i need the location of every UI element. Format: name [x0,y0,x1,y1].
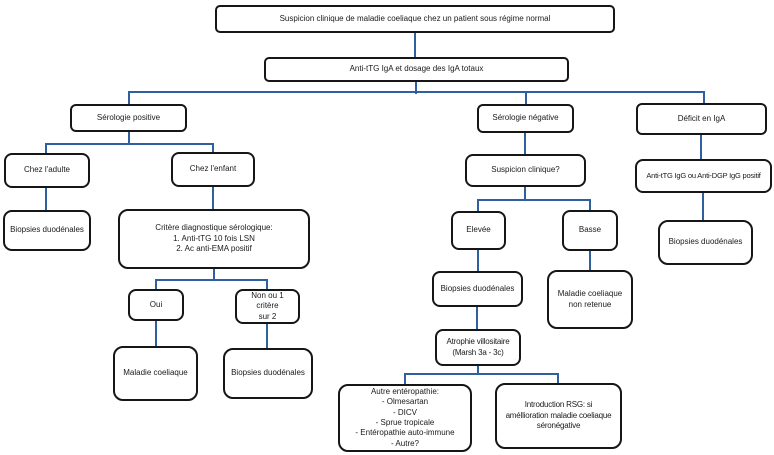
node-suspicion-clinique: Suspicion clinique? [465,154,586,187]
connector [46,143,214,145]
connector [45,187,47,211]
node-oui: Oui [128,289,184,321]
connector [128,91,130,105]
connector [477,365,479,375]
node-critere-diagnostique: Critère diagnostique sérologique: 1. Ant… [118,209,310,269]
connector [702,192,704,221]
node-maladie-non-retenue: Maladie coeliaque non retenue [547,270,633,329]
connector [212,186,214,210]
connector [266,323,268,349]
node-biopsies-enfant: Biopsies duodénales [223,348,313,399]
connector [700,134,702,160]
connector [477,199,479,212]
connector [414,32,416,58]
node-anti-ttg-igg: Anti-tTG IgG ou Anti-DGP IgG positif [635,159,772,193]
connector [703,91,705,104]
connector [405,373,559,375]
connector [266,279,268,290]
connector [155,279,157,290]
connector [557,373,559,384]
connector [213,268,215,281]
node-maladie-coeliaque: Maladie coeliaque [113,346,198,401]
node-non-1-critere: Non ou 1 critère sur 2 [235,289,300,324]
connector [45,143,47,155]
connector [155,320,157,347]
connector [415,80,417,94]
node-chez-adulte: Chez l'adulte [4,153,90,188]
node-basse: Basse [562,210,618,251]
connector [525,91,527,105]
node-suspicion-regime-normal: Suspicion clinique de maladie coeliaque … [215,5,615,33]
connector [524,132,526,155]
node-elevee: Elevée [451,211,506,250]
node-biopsies-elevee: Biopsies duodénales [432,271,523,307]
node-serologie-positive: Sérologie positive [70,104,187,132]
node-atrophie-villositaire: Atrophie villositaire (Marsh 3a - 3c) [435,329,521,366]
connector [128,131,130,145]
connector [212,143,214,154]
connector [478,199,591,201]
node-biopsies-iga: Biopsies duodénales [658,220,753,265]
node-autre-enteropathie: Autre entéropathie: - Olmesartan - DICV … [338,384,472,452]
connector [589,199,591,211]
node-anti-ttg-iga-dosage: Anti-tTG IgA et dosage des IgA totaux [264,57,569,82]
node-biopsies-adulte: Biopsies duodénales [3,210,91,251]
node-chez-enfant: Chez l'enfant [171,152,255,187]
node-serologie-negative: Sérologie négative [477,104,574,133]
connector [524,186,526,200]
connector [476,306,478,330]
connector [404,373,406,385]
node-introduction-rsg: Introduction RSG: si améllioration malad… [495,383,622,449]
connector [477,249,479,272]
connector [589,250,591,271]
connector [156,279,268,281]
node-deficit-iga: Déficit en IgA [636,103,767,135]
connector [128,91,705,93]
